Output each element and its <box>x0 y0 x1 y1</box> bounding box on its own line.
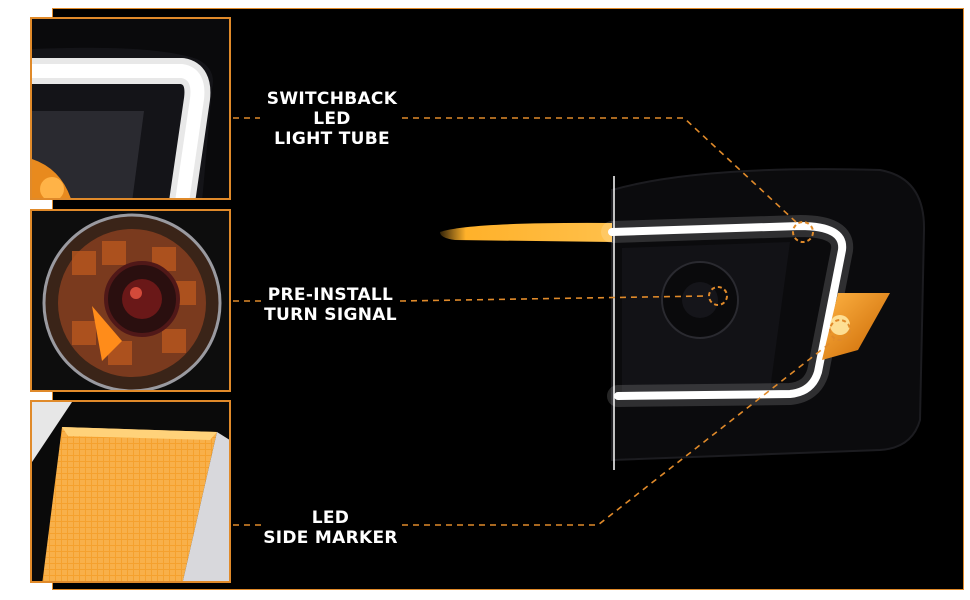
target-circle-side-marker <box>829 319 851 341</box>
thumbnail-switchback-led <box>30 17 231 200</box>
callout-line: LIGHT TUBE <box>274 129 390 149</box>
callout-line: SWITCHBACK <box>266 89 398 109</box>
callout-line: TURN SIGNAL <box>264 305 397 325</box>
callout-line: LED <box>313 109 351 129</box>
amber-light-bar <box>440 222 612 242</box>
target-circle-turn-signal <box>708 286 728 306</box>
callout-line: PRE-INSTALL <box>267 285 394 305</box>
callout-line: LED <box>311 508 350 528</box>
thumbnail-side-marker <box>30 400 231 583</box>
side-marker-lens <box>822 293 890 360</box>
thumbnail-turn-signal <box>30 209 231 392</box>
callout-turn-signal: PRE-INSTALL TURN SIGNAL <box>258 285 403 325</box>
callout-side-marker: LED SIDE MARKER <box>258 508 403 548</box>
callout-line: SIDE MARKER <box>263 528 398 548</box>
callout-switchback-led: SWITCHBACK LED LIGHT TUBE <box>262 89 402 149</box>
led-light-tube <box>608 222 847 400</box>
target-circle-switchback <box>792 221 814 243</box>
leader-line-switchback <box>402 117 797 223</box>
leader-line-turn-signal <box>399 295 707 302</box>
